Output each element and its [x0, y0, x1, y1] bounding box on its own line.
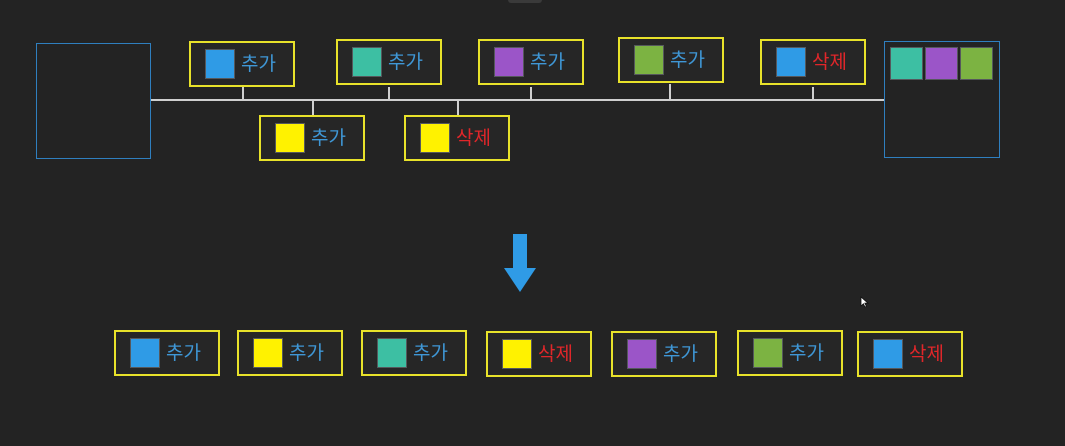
- stream-op: 추가: [259, 115, 365, 161]
- color-swatch: [275, 123, 305, 153]
- ordered-op: 삭제: [857, 331, 963, 377]
- mouse-cursor-icon: [860, 296, 869, 308]
- connector: [812, 87, 814, 100]
- result-box: [884, 41, 1000, 158]
- op-label: 추가: [670, 48, 705, 71]
- color-swatch: [634, 45, 664, 75]
- result-swatch-purple: [925, 47, 958, 80]
- result-swatch-green: [960, 47, 993, 80]
- source-box: [36, 43, 151, 159]
- ordered-op: 추가: [737, 330, 843, 376]
- op-label: 추가: [166, 341, 201, 364]
- stream-op: 추가: [618, 37, 724, 83]
- color-swatch: [494, 47, 524, 77]
- color-swatch: [753, 338, 783, 368]
- op-label: 삭제: [909, 342, 944, 365]
- window-notch: [508, 0, 542, 3]
- op-label: 삭제: [812, 50, 847, 73]
- color-swatch: [253, 338, 283, 368]
- color-swatch: [776, 47, 806, 77]
- connector: [669, 84, 671, 99]
- color-swatch: [377, 338, 407, 368]
- connector: [242, 87, 244, 100]
- stream-op: 추가: [478, 39, 584, 85]
- stream-op: 추가: [189, 41, 295, 87]
- connector: [312, 100, 314, 115]
- color-swatch: [502, 339, 532, 369]
- ordered-op: 추가: [611, 331, 717, 377]
- connector: [388, 87, 390, 100]
- color-swatch: [130, 338, 160, 368]
- op-label: 추가: [789, 341, 824, 364]
- ordered-op: 추가: [114, 330, 220, 376]
- color-swatch: [627, 339, 657, 369]
- color-swatch: [352, 47, 382, 77]
- stream-op: 삭제: [404, 115, 510, 161]
- op-label: 삭제: [538, 342, 573, 365]
- op-label: 추가: [289, 341, 324, 364]
- stream-op: 삭제: [760, 39, 866, 85]
- timeline-line: [151, 99, 884, 101]
- op-label: 추가: [663, 342, 698, 365]
- color-swatch: [420, 123, 450, 153]
- stream-op: 추가: [336, 39, 442, 85]
- ordered-op: 추가: [361, 330, 467, 376]
- color-swatch: [873, 339, 903, 369]
- color-swatch: [205, 49, 235, 79]
- connector: [457, 100, 459, 115]
- op-label: 추가: [388, 50, 423, 73]
- ordered-op: 삭제: [486, 331, 592, 377]
- ordered-op: 추가: [237, 330, 343, 376]
- arrow-down-icon: [504, 234, 536, 292]
- op-label: 추가: [241, 52, 276, 75]
- op-label: 삭제: [456, 126, 491, 149]
- result-swatch-teal: [890, 47, 923, 80]
- op-label: 추가: [413, 341, 448, 364]
- op-label: 추가: [530, 50, 565, 73]
- connector: [530, 87, 532, 100]
- op-label: 추가: [311, 126, 346, 149]
